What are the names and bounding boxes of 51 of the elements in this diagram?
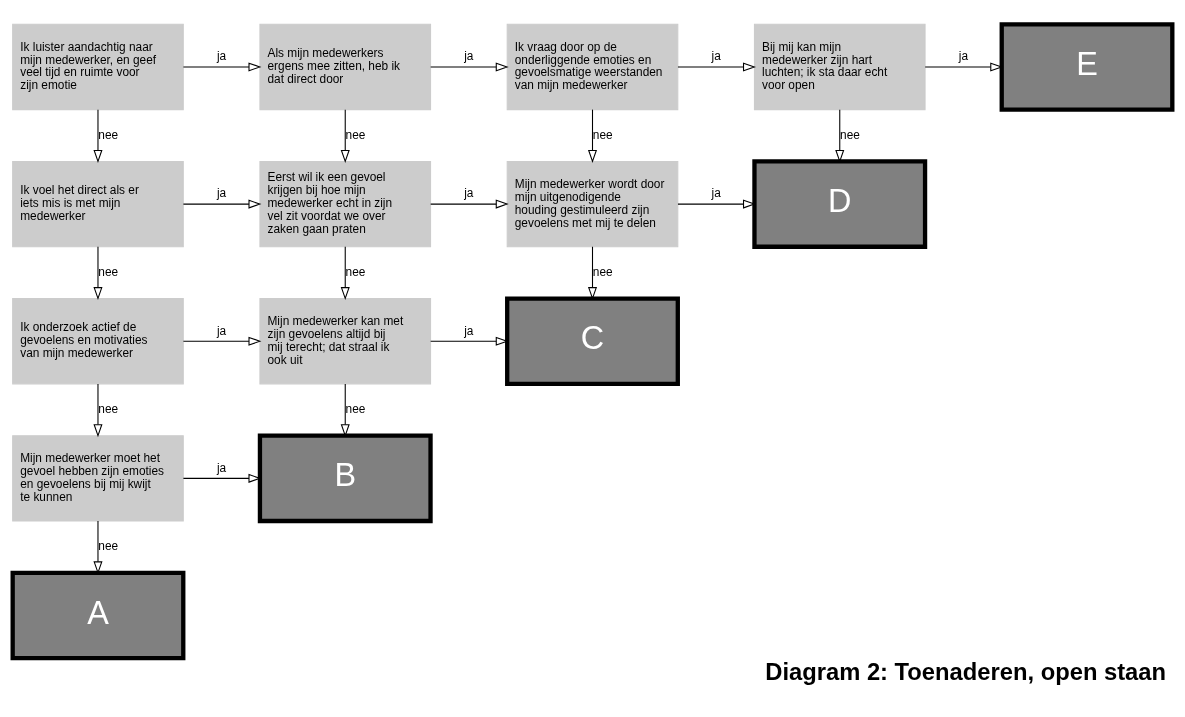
node-box: Mijn medewerker wordt door mijn uitgenodigende houding gestimuleerd zijn gevoelens met mij te delen bbox=[506, 160, 679, 248]
node-box: C bbox=[505, 296, 680, 387]
edge-label: ja bbox=[464, 186, 474, 201]
arrow bbox=[182, 336, 262, 346]
arrow bbox=[340, 109, 350, 163]
arrow bbox=[587, 109, 598, 163]
arrow bbox=[340, 246, 350, 301]
edge-label: nee bbox=[345, 264, 366, 279]
node-box: Mijn medewerker kan met zijn gevoelens altijd bij mij terecht; dat straal ik ook uit bbox=[259, 298, 432, 385]
edge-label: ja bbox=[464, 323, 474, 338]
arrow bbox=[430, 199, 509, 209]
arrow bbox=[430, 336, 509, 346]
arrow bbox=[182, 199, 262, 209]
arrow bbox=[677, 62, 756, 72]
arrow bbox=[677, 199, 756, 209]
edge-label: ja bbox=[711, 49, 721, 64]
node-box: A bbox=[10, 570, 186, 661]
node-box: Ik vraag door op de onderliggende emoties en gevoelsmatige weerstanden van mijn medewerker bbox=[506, 23, 679, 111]
edge-label: ja bbox=[711, 186, 721, 201]
edge-label: nee bbox=[98, 264, 119, 279]
node-box: Ik onderzoek actief de gevoelens en motivaties van mijn medewerker bbox=[12, 298, 184, 385]
edge-label: ja bbox=[958, 49, 969, 64]
node-box: Mijn medewerker moet het gevoel hebben zijn emoties en gevoelens bij mij kwijt te kunnen bbox=[12, 435, 184, 522]
edge-label: nee bbox=[592, 264, 613, 279]
arrow bbox=[93, 109, 103, 163]
node-box: Ik luister aandachtig naar mijn medewerker, en geef veel tijd en ruimte voor zijn emotie bbox=[12, 23, 184, 111]
edge-label: nee bbox=[592, 127, 613, 142]
node-box: D bbox=[752, 159, 928, 249]
edge-label: nee bbox=[98, 127, 119, 142]
node-box: Als mijn medewerkers ergens mee zitten, heb ik dat direct door bbox=[259, 23, 432, 111]
edge-label: ja bbox=[216, 49, 227, 64]
node-box: Eerst wil ik een gevoel krijgen bij hoe mijn medewerker echt in zijn vel zit voordat we over zaken gaan praten bbox=[259, 160, 432, 248]
edge-label: nee bbox=[98, 401, 119, 416]
node-box: E bbox=[999, 22, 1175, 112]
edge-label: nee bbox=[98, 538, 119, 553]
edge-label: ja bbox=[216, 460, 227, 475]
arrow bbox=[182, 62, 262, 72]
edge-label: nee bbox=[840, 127, 860, 142]
arrow bbox=[430, 62, 509, 72]
arrow bbox=[93, 383, 103, 438]
arrow bbox=[93, 246, 103, 301]
arrow bbox=[835, 109, 845, 163]
node-box: Bij mij kan mijn medewerker zijn hart luchten; ik sta daar echt voor open bbox=[753, 23, 926, 111]
edge-label: nee bbox=[345, 401, 366, 416]
node-box: Ik voel het direct als er iets mis is met mijn medewerker bbox=[12, 160, 184, 248]
diagram-title: Diagram 2: Toenaderen, open staan bbox=[765, 658, 1167, 686]
edge-label: ja bbox=[216, 323, 227, 338]
edge-label: nee bbox=[345, 127, 366, 142]
edge-label: ja bbox=[216, 186, 227, 201]
node-box: B bbox=[257, 433, 433, 524]
edge-label: ja bbox=[464, 49, 474, 64]
